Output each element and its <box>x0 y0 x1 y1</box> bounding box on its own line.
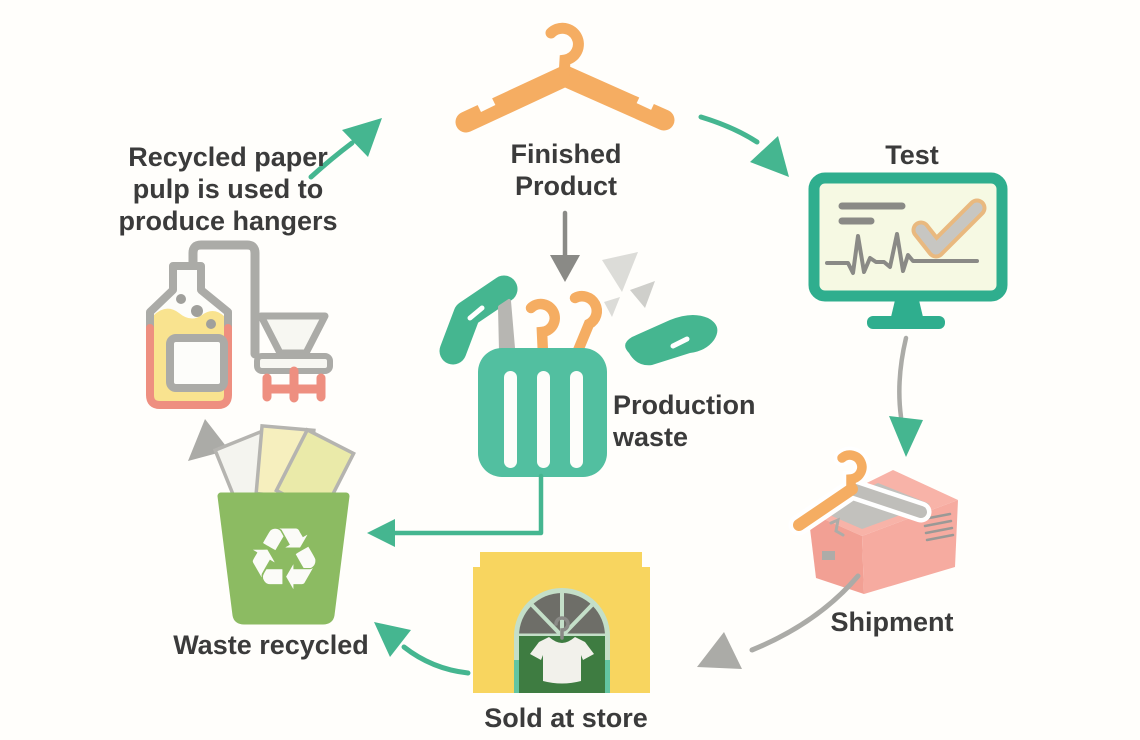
hand-icon <box>625 314 718 366</box>
label-waste-recycled: Waste recycled <box>173 630 369 660</box>
label-shipment: Shipment <box>830 607 954 637</box>
monitor-frame <box>808 172 1008 302</box>
arrow-test-to-shipment <box>889 335 923 457</box>
recycle-bin-icon: ♻ <box>212 423 356 625</box>
screen-text-lines <box>838 202 906 225</box>
box-hanger-hook <box>837 450 867 496</box>
machine-hopper <box>257 312 329 357</box>
arrow-shipment-to-store <box>697 573 861 669</box>
test-monitor-icon <box>808 172 1008 329</box>
label-production-waste: Production waste <box>613 390 756 452</box>
production-waste-bin-icon <box>439 252 718 477</box>
heartbeat-line-icon <box>825 232 979 275</box>
pulp-machine-icon <box>146 240 333 409</box>
arrow-waste-to-recycle <box>367 473 544 547</box>
tank-window <box>166 334 228 392</box>
machine-legs <box>262 366 326 403</box>
label-recycled-pulp: Recycled paper pulp is used to produce h… <box>118 142 338 236</box>
recycle-symbol: ♻ <box>245 510 322 610</box>
hanger-hook <box>545 22 584 83</box>
shipment-box-icon <box>788 446 958 594</box>
checkmark-icon <box>915 202 983 255</box>
arrow-store-to-recycle <box>374 622 471 676</box>
hanger-icon <box>455 22 675 133</box>
label-test: Test <box>885 140 939 170</box>
arrow-hanger-to-test <box>698 114 789 177</box>
tshirt-hanger-hook <box>554 616 570 640</box>
store-icon <box>473 552 650 693</box>
arrow-product-to-waste <box>550 210 580 282</box>
machine-pipe <box>188 240 260 359</box>
box-label-lines <box>922 512 955 542</box>
tshirt-icon <box>530 637 594 684</box>
label-finished-product: Finished Product <box>510 139 622 201</box>
label-sold-at-store: Sold at store <box>484 703 648 733</box>
arrow-pulp-to-hanger <box>308 118 382 180</box>
